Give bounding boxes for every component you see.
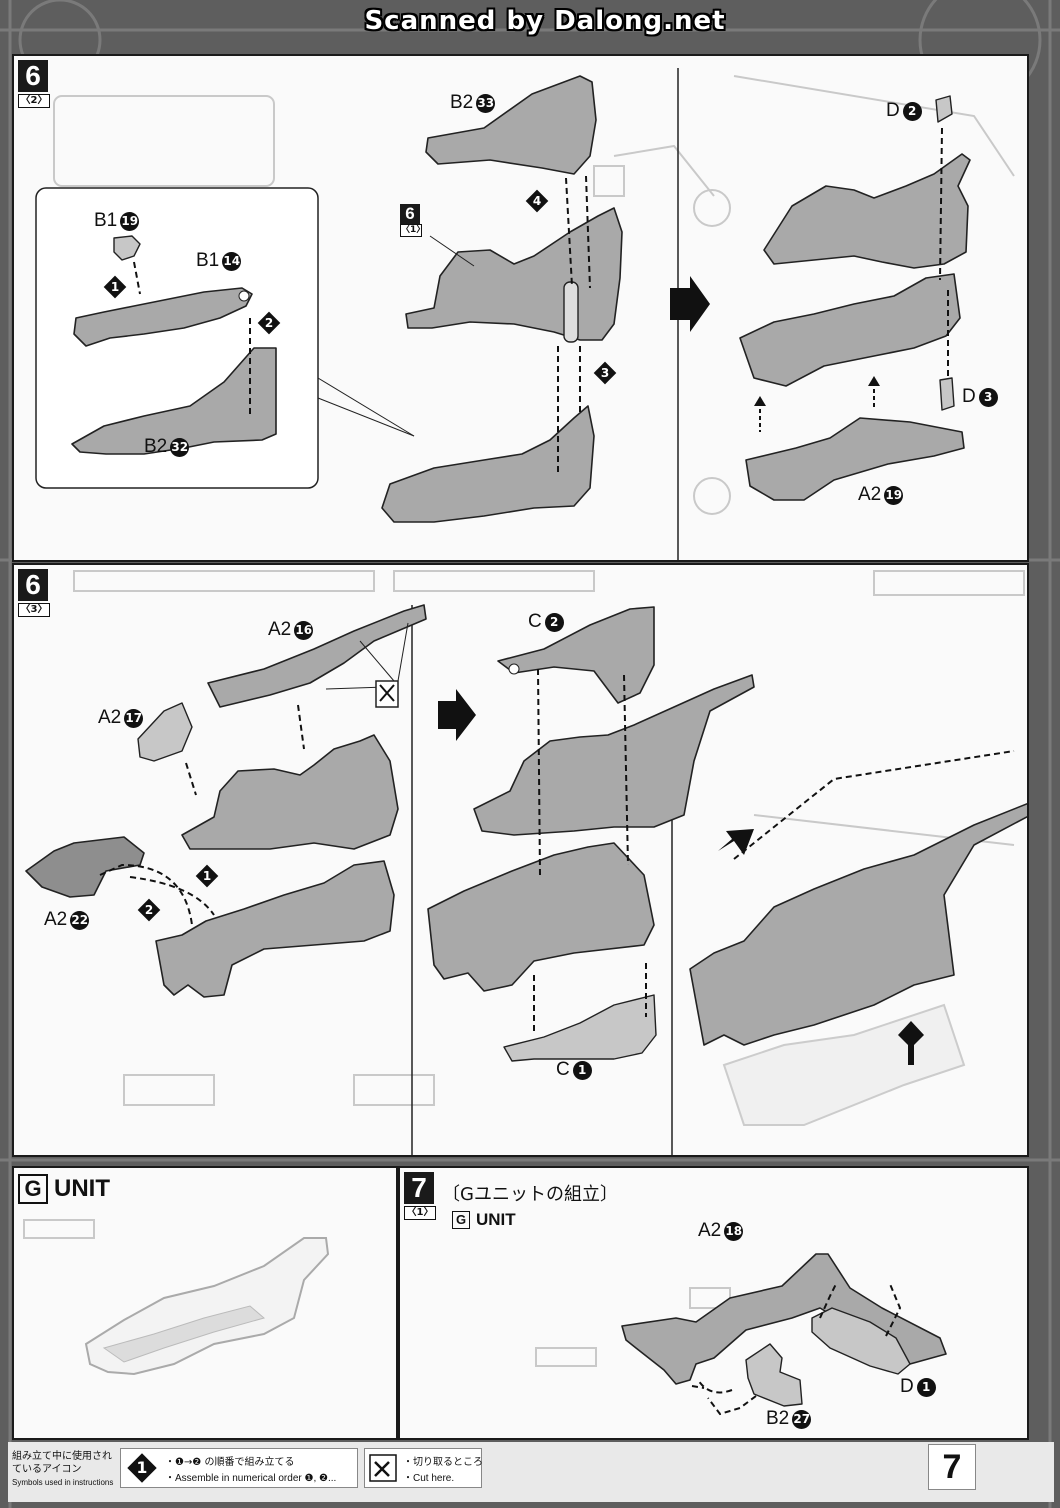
part-b1-14 — [73, 287, 253, 347]
order-marker-3: 3 — [594, 362, 616, 384]
scan-watermark: Scanned by Dalong.net — [364, 6, 726, 36]
part-d3 — [939, 377, 955, 411]
g-unit-heading: G UNIT — [18, 1174, 110, 1204]
order-icon: 1 — [128, 1454, 157, 1483]
symbols-legend: 組み立て中に使用されているアイコン Symbols used in instru… — [8, 1442, 1054, 1502]
step-7-drawing — [535, 1253, 947, 1416]
g-unit-illustration — [23, 1219, 330, 1376]
part-a2-17 — [137, 702, 193, 762]
step-number: 7 — [404, 1172, 434, 1204]
order-text-en: ・Assemble in numerical order ❶, ❷... — [165, 1473, 337, 1484]
part-mid-assembly — [181, 734, 399, 850]
order-marker-2: 2 — [258, 312, 280, 334]
part-b2-27 — [745, 1343, 803, 1407]
part-assembly-mid — [739, 273, 961, 387]
step-number: 6 — [18, 60, 48, 92]
part-a2-16 — [207, 604, 427, 708]
g-unit-panel: G UNIT — [12, 1166, 398, 1440]
page-number: 7 — [928, 1444, 976, 1490]
order-marker-4: 4 — [526, 190, 548, 212]
g-unit-title: UNIT — [54, 1175, 110, 1202]
part-a2-19 — [745, 417, 965, 501]
order-marker-1: 1 — [104, 276, 126, 298]
step-number: 6 — [18, 569, 48, 601]
g-unit-letter: G — [18, 1174, 48, 1204]
part-6-1-assembly — [405, 207, 623, 341]
part-final-assembly — [689, 802, 1027, 1046]
step-7-title-en: G UNIT — [452, 1210, 516, 1230]
nipper-icon — [369, 1454, 397, 1482]
part-mid-assembly-2 — [473, 674, 755, 836]
step-6-2-drawing — [35, 68, 1015, 560]
legend-title-jp: 組み立て中に使用されているアイコン — [12, 1451, 112, 1475]
substep-number: 〈3〉 — [18, 603, 50, 617]
g-letter: G — [452, 1211, 470, 1229]
part-assembly-top — [763, 153, 971, 269]
sub-reference-step: 6 — [400, 204, 420, 224]
legend-title-en: Symbols used in instructions — [12, 1478, 114, 1487]
part-c1 — [503, 994, 657, 1062]
part-b2-32 — [71, 347, 277, 455]
part-a2-22 — [25, 836, 145, 898]
cut-legend: ・切り取るところ ・Cut here. — [364, 1448, 483, 1488]
part-lower-assembly — [155, 860, 395, 998]
substep-number: 〈1〉 — [404, 1206, 436, 1220]
sub-reference-substep: 〈1〉 — [400, 224, 426, 237]
step-7-title-jp: 〔Gユニットの組立〕 — [442, 1184, 618, 1205]
step-6-3-drawing — [25, 570, 1027, 1155]
order-text-jp: ・❶→❷ の順番で組み立てる — [165, 1457, 295, 1468]
order-legend: 1 ・❶→❷ の順番で組み立てる ・Assemble in numerical … — [120, 1448, 358, 1488]
substep-number: 〈2〉 — [18, 94, 50, 108]
order-marker-2: 2 — [138, 899, 160, 921]
part-lower-assembly-2 — [427, 842, 655, 992]
part-b2-33 — [425, 75, 597, 175]
cut-text-jp: ・切り取るところ — [403, 1457, 483, 1468]
part-d2 — [935, 95, 953, 123]
unit-title: UNIT — [476, 1210, 516, 1229]
cut-text-en: ・Cut here. — [403, 1473, 455, 1484]
part-c2 — [497, 606, 655, 704]
part-d1 — [811, 1307, 911, 1375]
part-b2-32-frame — [381, 405, 595, 523]
part-b1-19 — [113, 235, 141, 261]
order-marker-1: 1 — [196, 865, 218, 887]
